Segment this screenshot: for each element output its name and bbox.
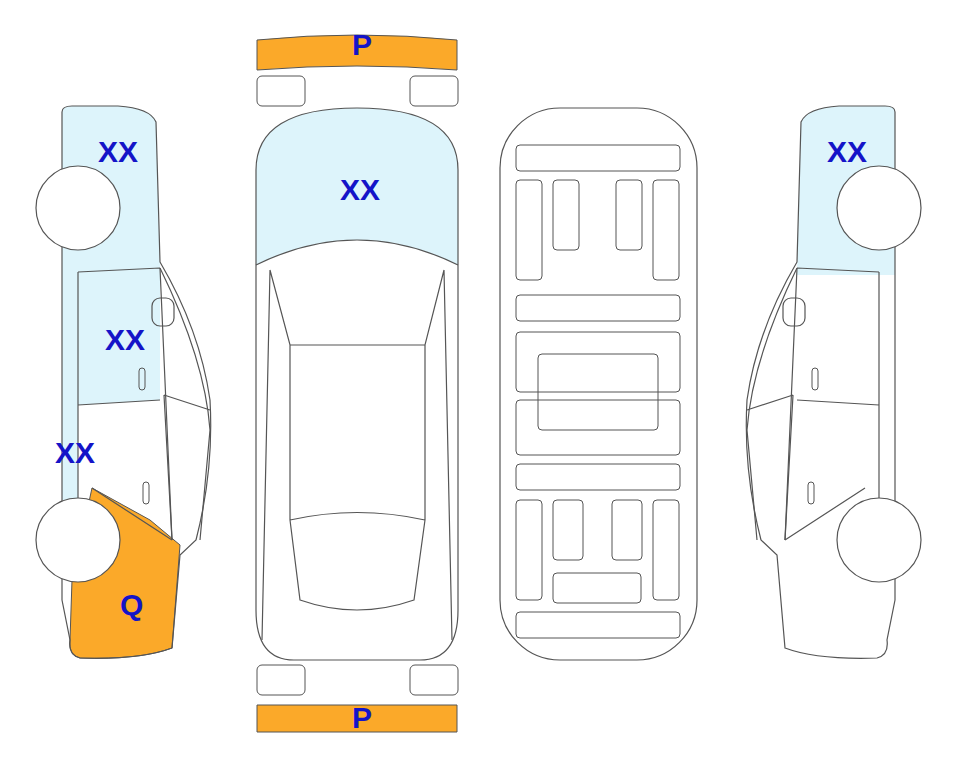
mark-code: Q: [120, 589, 143, 621]
mark-code: XX: [340, 174, 380, 206]
damage-mark: XX: [53, 437, 97, 469]
damage-mark: XX: [103, 324, 147, 356]
mark-code: P: [352, 29, 372, 61]
mark-code: XX: [55, 437, 95, 469]
damage-mark: P: [350, 29, 374, 61]
damage-mark: P: [350, 702, 374, 734]
mark-code: XX: [105, 324, 145, 356]
damage-mark: Q: [118, 589, 145, 621]
damage-mark: XX: [338, 174, 382, 206]
damage-mark: XX: [96, 136, 140, 168]
damage-mark: XX: [825, 136, 869, 168]
mark-code: XX: [98, 136, 138, 168]
mark-code: P: [352, 702, 372, 734]
mark-code: XX: [827, 136, 867, 168]
